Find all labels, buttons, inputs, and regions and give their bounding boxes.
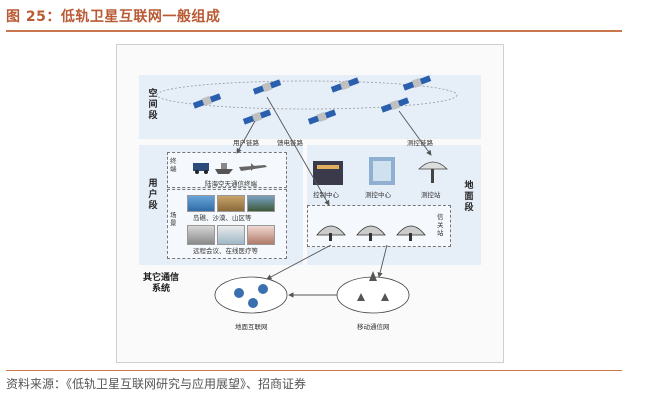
tt-link-arrow — [399, 111, 431, 155]
source-rule — [6, 370, 622, 371]
satellite-icon — [402, 74, 431, 91]
satellite-icon — [192, 92, 221, 109]
terrestrial-internet-cloud — [215, 277, 287, 313]
title-rule — [6, 30, 622, 32]
gateway-to-mobile-arrow — [379, 245, 387, 277]
vehicle-icon — [193, 163, 209, 174]
satellite-icon — [252, 78, 281, 95]
figure-title: 图 25：低轨卫星互联网一般组成 — [6, 6, 220, 26]
satellite-icon — [330, 76, 359, 93]
control-center-icon — [313, 161, 343, 185]
feeder-link-arrow — [267, 97, 329, 205]
mobile-network-cloud — [337, 271, 409, 313]
dish-icon — [397, 226, 425, 241]
dish-icon — [317, 226, 345, 241]
ship-icon — [215, 163, 233, 174]
user-link-arrow — [237, 121, 255, 153]
dish-icon — [357, 226, 385, 241]
gateway-to-internet-arrow — [267, 245, 331, 279]
diagram-graphics — [117, 45, 503, 362]
satellite-icon — [307, 108, 336, 125]
diagram-frame: 空间段 用户段 地面段 其它通信系统 终端 陆海空天通信终端 场景 岛礁、沙漠、… — [116, 44, 504, 363]
source-note: 资料来源：《低轨卫星互联网研究与应用展望》、招商证券 — [6, 375, 306, 392]
satellite-icon — [242, 108, 271, 125]
airplane-icon — [239, 163, 267, 171]
dish-icon — [419, 162, 447, 183]
satellite-icon — [380, 96, 409, 113]
